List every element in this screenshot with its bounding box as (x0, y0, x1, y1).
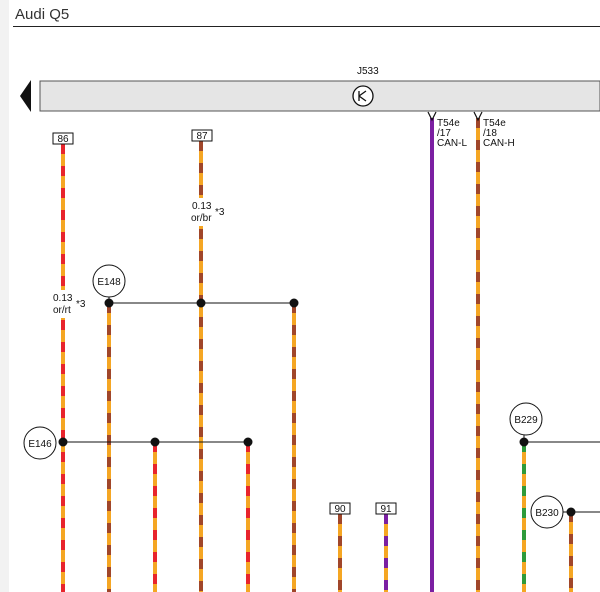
svg-text:86: 86 (57, 134, 69, 145)
svg-text:0.13: 0.13 (192, 201, 212, 212)
scroll-left-arrow-icon[interactable] (20, 80, 31, 112)
page-title: Audi Q5 (15, 6, 70, 23)
svg-text:B230: B230 (535, 508, 559, 519)
svg-text:CAN-H: CAN-H (483, 138, 515, 149)
svg-text:90: 90 (334, 504, 346, 515)
junction-dots (58, 298, 576, 517)
svg-text:CAN-L: CAN-L (437, 138, 467, 149)
node-b229[interactable]: B229 (509, 402, 543, 436)
svg-text:or/rt: or/rt (53, 305, 71, 316)
junction-dot (519, 437, 529, 447)
node-b230[interactable]: B230 (530, 495, 564, 529)
junction-dot (243, 437, 253, 447)
wire-label-87: 0.13 or/br *3 (190, 198, 225, 226)
node-e146[interactable]: E146 (23, 426, 57, 460)
svg-text:T54e: T54e (437, 118, 460, 129)
svg-text:*3: *3 (215, 207, 225, 218)
left-margin-strip (0, 0, 9, 592)
junction-dot (150, 437, 160, 447)
svg-text:E148: E148 (97, 277, 121, 288)
svg-text:T54e: T54e (483, 118, 506, 129)
wire-label-86: 0.13 or/rt *3 (50, 290, 86, 318)
svg-text:E146: E146 (28, 439, 52, 450)
svg-text:B229: B229 (514, 415, 538, 426)
svg-text:87: 87 (196, 131, 208, 142)
node-e148[interactable]: E148 (92, 264, 126, 298)
connector-can-l[interactable]: T54e /17 CAN-L (427, 111, 467, 149)
pin-86[interactable]: 86 (52, 132, 74, 145)
svg-text:*3: *3 (76, 299, 86, 310)
pin-91[interactable]: 91 (375, 502, 397, 515)
junction-dot (196, 298, 206, 308)
pin-87[interactable]: 87 (191, 129, 213, 142)
page-header: Audi Q5 (13, 0, 600, 27)
svg-text:0.13: 0.13 (53, 293, 73, 304)
pin-90[interactable]: 90 (329, 502, 351, 515)
control-unit-bar[interactable] (39, 80, 600, 112)
svg-text:or/br: or/br (191, 213, 212, 224)
connector-can-h[interactable]: T54e /18 CAN-H (473, 111, 515, 149)
control-unit-label: J533 (357, 66, 379, 77)
junction-dot (566, 507, 576, 517)
svg-text:/18: /18 (483, 128, 497, 139)
junction-dot (289, 298, 299, 308)
svg-text:/17: /17 (437, 128, 451, 139)
svg-text:91: 91 (380, 504, 392, 515)
gateway-icon (352, 85, 374, 107)
junction-dot (58, 437, 68, 447)
junction-dot (104, 298, 114, 308)
